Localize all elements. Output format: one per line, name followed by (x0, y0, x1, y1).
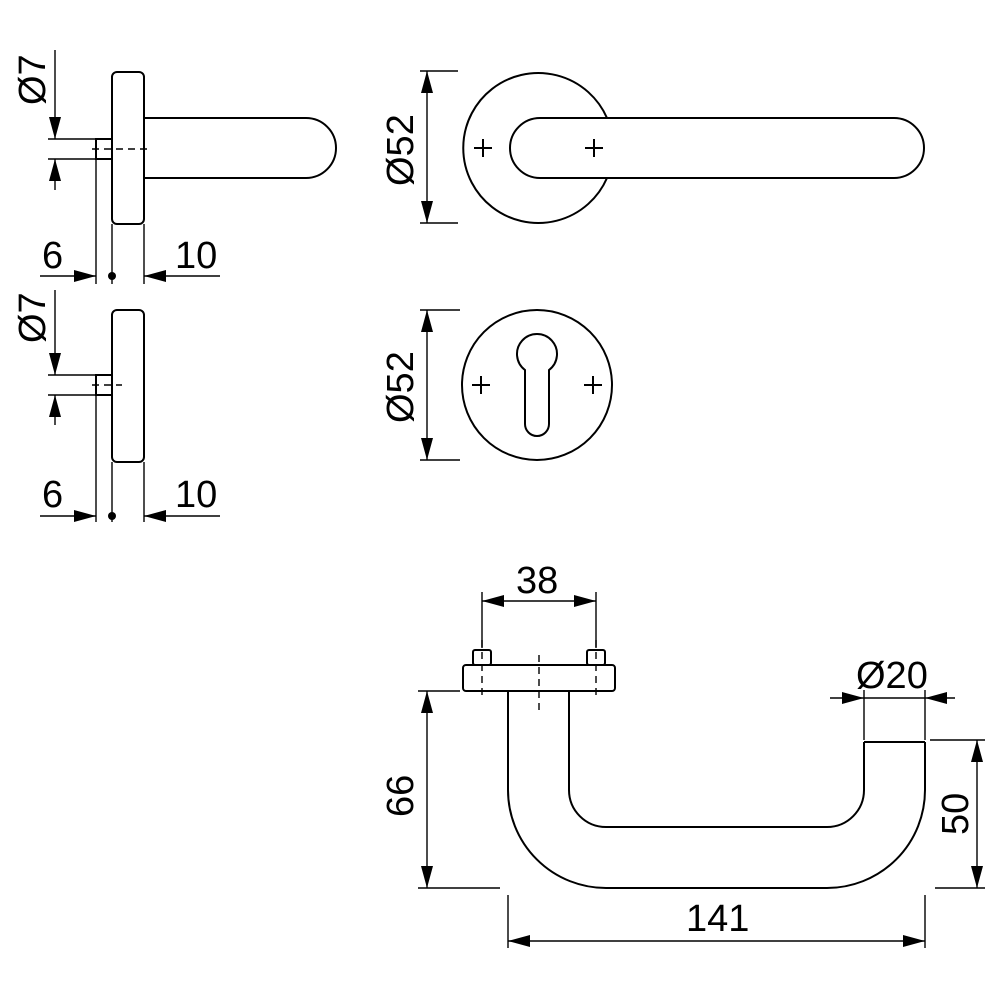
dim-handle-height: 66 (380, 775, 422, 817)
front-view-keyhole-rose: Ø52 (380, 309, 613, 461)
dim-side-top-pin-dia: Ø7 (12, 54, 54, 105)
dim-side-bottom-pin-dia: Ø7 (12, 292, 54, 343)
dim-side-bottom-left: 6 (42, 474, 63, 516)
front-view-lever-rose: Ø52 (380, 70, 925, 224)
dim-rose-keyhole-dia: Ø52 (380, 351, 422, 423)
dim-handle-length: 141 (686, 898, 749, 940)
top-view-handle: 38 Ø20 66 50 141 (380, 560, 985, 948)
dim-handle-bar-dia: Ø20 (856, 655, 928, 697)
dim-side-top-left: 6 (42, 235, 63, 277)
side-view-lever: Ø7 6 10 (12, 50, 337, 284)
dim-handle-end-height: 50 (935, 793, 977, 835)
dim-rose-handle-dia: Ø52 (380, 114, 422, 186)
side-view-escutcheon: Ø7 6 10 (12, 290, 220, 522)
dim-handle-screw-spacing: 38 (516, 560, 558, 602)
dim-side-top-right: 10 (175, 235, 217, 277)
dim-side-bottom-right: 10 (175, 474, 217, 516)
